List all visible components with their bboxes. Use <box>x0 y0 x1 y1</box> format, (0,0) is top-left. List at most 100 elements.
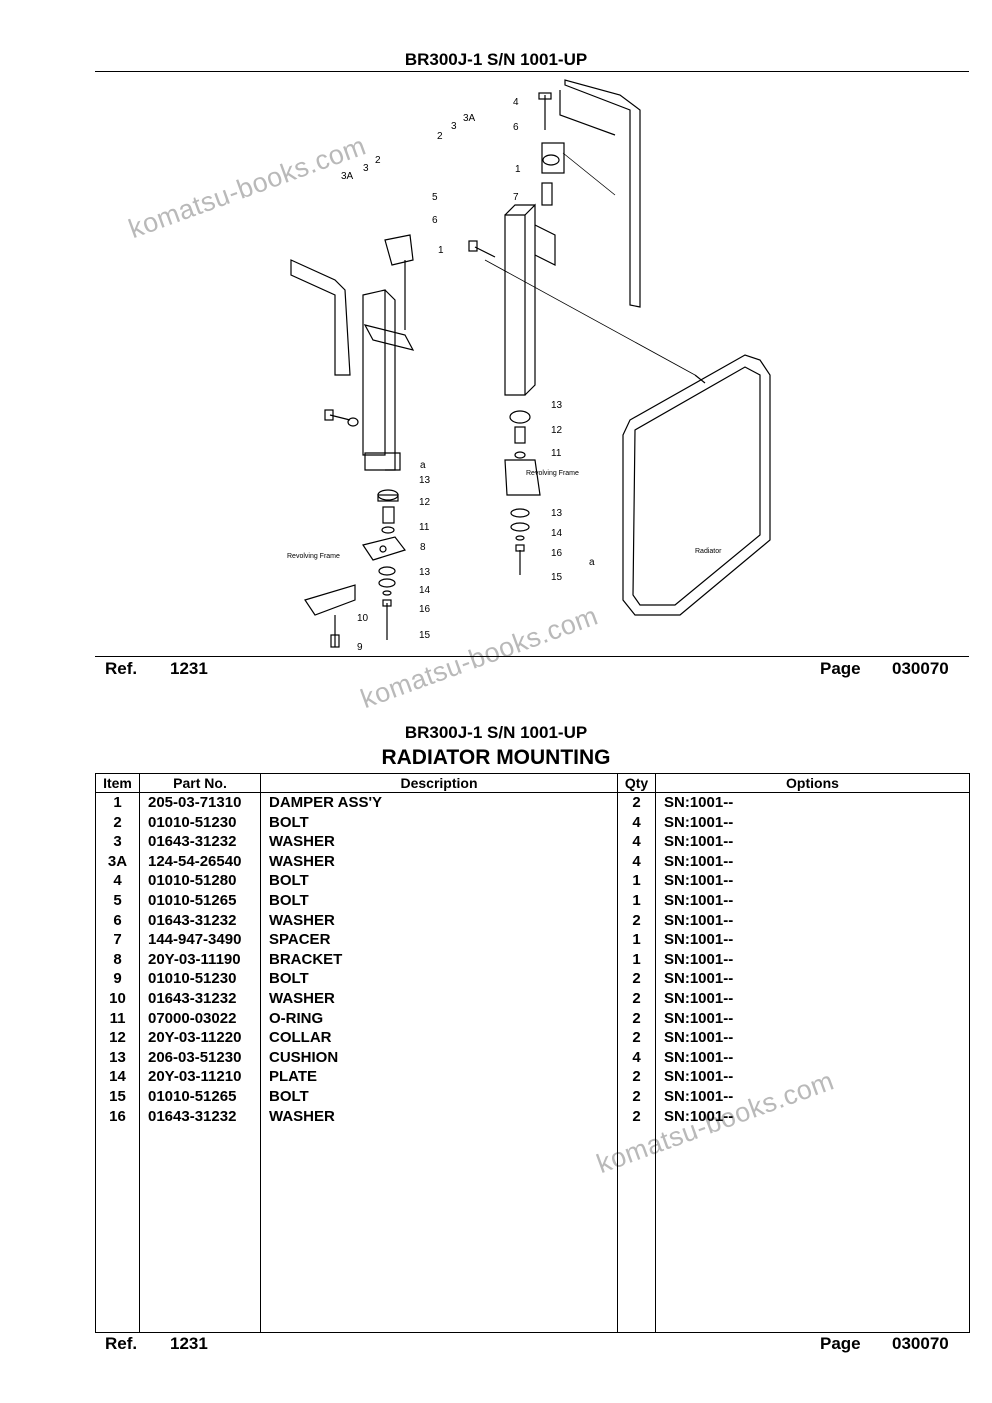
item-cell: 11 <box>95 1008 140 1029</box>
svg-text:11: 11 <box>551 448 562 459</box>
part-no-cell: 07000-03022 <box>139 1008 261 1029</box>
description-cell: BOLT <box>260 1086 618 1107</box>
qty-cell: 2 <box>617 988 656 1009</box>
svg-text:Revolving Frame: Revolving Frame <box>287 553 340 560</box>
bracket-left <box>384 234 414 266</box>
options-cell: SN:1001-- <box>655 969 970 989</box>
ref-value-top: 1231 <box>170 659 208 678</box>
svg-text:Revolving Frame: Revolving Frame <box>526 470 579 477</box>
options-cell: SN:1001-- <box>655 832 970 852</box>
options-cell: SN:1001-- <box>655 1047 970 1068</box>
item-cell: 7 <box>95 930 140 950</box>
svg-text:2: 2 <box>437 131 443 142</box>
svg-text:14: 14 <box>419 585 431 596</box>
part-no-cell: 20Y-03-11190 <box>139 949 261 970</box>
part-no-cell: 01010-51230 <box>139 969 261 989</box>
item-cell: 15 <box>95 1086 140 1107</box>
frame-left <box>290 259 351 376</box>
options-cell: SN:1001-- <box>655 1008 970 1029</box>
options-cell: SN:1001-- <box>655 1028 970 1048</box>
part-no-cell: 01643-31232 <box>139 988 261 1009</box>
item-cell: 5 <box>95 890 140 911</box>
options-cell: SN:1001-- <box>655 792 970 813</box>
description-cell: WASHER <box>260 1106 618 1127</box>
svg-text:8: 8 <box>420 542 426 553</box>
svg-text:13: 13 <box>551 508 563 519</box>
qty-cell: 2 <box>617 969 656 989</box>
ref-label-bottom: Ref. <box>105 1334 138 1353</box>
options-cell: SN:1001-- <box>655 949 970 970</box>
options-cell: SN:1001-- <box>655 988 970 1009</box>
item-cell: 4 <box>95 871 140 891</box>
item-cell: 16 <box>95 1106 140 1127</box>
description-cell: BRACKET <box>260 949 618 970</box>
item-cell: 1 <box>95 792 140 813</box>
svg-text:16: 16 <box>419 604 431 615</box>
svg-text:Radiator: Radiator <box>695 548 722 555</box>
item-cell: 9 <box>95 969 140 989</box>
item-cell: 3 <box>95 832 140 852</box>
qty-cell: 2 <box>617 1067 656 1087</box>
svg-text:6: 6 <box>432 215 438 226</box>
description-cell: WASHER <box>260 832 618 852</box>
svg-text:16: 16 <box>551 548 563 559</box>
item-cell: 6 <box>95 910 140 931</box>
empty-cell <box>139 1126 261 1334</box>
table-header-row: Item Part No. Description Qty Options <box>95 773 970 793</box>
empty-cell <box>95 1126 140 1334</box>
svg-text:12: 12 <box>419 497 431 508</box>
svg-text:13: 13 <box>551 400 563 411</box>
svg-text:3A: 3A <box>463 113 476 124</box>
part-no-cell: 206-03-51230 <box>139 1047 261 1068</box>
part-no-cell: 01010-51265 <box>139 1086 261 1107</box>
item-cell: 10 <box>95 988 140 1009</box>
svg-text:14: 14 <box>551 528 563 539</box>
svg-text:12: 12 <box>551 425 563 436</box>
part-no-cell: 01643-31232 <box>139 910 261 931</box>
svg-text:13: 13 <box>419 567 431 578</box>
qty-cell: 2 <box>617 910 656 931</box>
svg-text:4: 4 <box>513 97 519 108</box>
options-cell: SN:1001-- <box>655 871 970 891</box>
qty-cell: 2 <box>617 1008 656 1029</box>
part-no-cell: 124-54-26540 <box>139 851 261 872</box>
part-no-cell: 01643-31232 <box>139 832 261 852</box>
qty-cell: 1 <box>617 890 656 911</box>
empty-cell <box>655 1126 970 1334</box>
page-value-bottom: 030070 <box>892 1334 949 1353</box>
qty-cell: 4 <box>617 812 656 833</box>
page-header-list: BR300J-1 S/N 1001-UP <box>404 723 588 742</box>
svg-text:10: 10 <box>357 613 369 624</box>
col-description-header: Description <box>260 773 618 793</box>
empty-cell <box>260 1126 618 1334</box>
qty-cell: 1 <box>617 930 656 950</box>
bracket-8 <box>362 536 407 561</box>
description-cell: SPACER <box>260 930 618 950</box>
qty-cell: 2 <box>617 1028 656 1048</box>
description-cell: COLLAR <box>260 1028 618 1048</box>
description-cell: BOLT <box>260 969 618 989</box>
description-cell: PLATE <box>260 1067 618 1087</box>
part-no-cell: 20Y-03-11220 <box>139 1028 261 1048</box>
options-cell: SN:1001-- <box>655 910 970 931</box>
qty-cell: 2 <box>617 1106 656 1127</box>
qty-cell: 4 <box>617 1047 656 1068</box>
item-cell: 13 <box>95 1047 140 1068</box>
svg-text:3: 3 <box>451 121 457 132</box>
header-rule <box>95 71 969 72</box>
options-cell: SN:1001-- <box>655 890 970 911</box>
svg-text:1: 1 <box>438 245 444 256</box>
part-no-cell: 01010-51265 <box>139 890 261 911</box>
